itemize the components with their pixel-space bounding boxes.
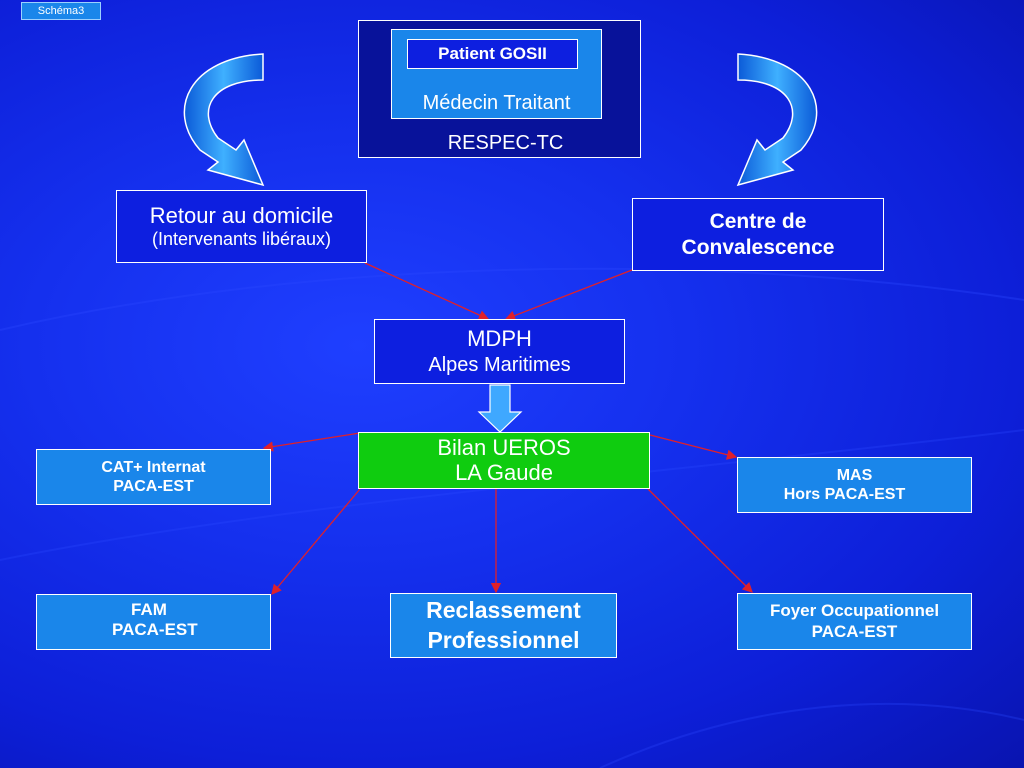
arrow-bilan-to-foyer [647, 488, 753, 593]
mas-line1: MAS [836, 466, 873, 484]
reclassement-line1: Reclassement [426, 596, 581, 623]
patient-label: Patient GOSII [407, 39, 578, 69]
mas-line2: Hors PACA-EST [783, 486, 906, 503]
reclassement-line2: Professionnel [427, 626, 580, 653]
foyer-box: Foyer Occupationnel PACA-EST [737, 593, 972, 650]
fam-line2: PACA-EST [112, 620, 198, 640]
arrow-bilan-to-fam [271, 488, 361, 595]
retour-subtitle: (Intervenants libéraux) [151, 228, 332, 249]
respec-label: RESPEC-TC [447, 132, 564, 154]
foyer-line2: PACA-EST [811, 621, 898, 641]
cat-line1: CAT+ Internat [101, 458, 206, 476]
fam-line1: FAM [131, 600, 167, 619]
centre-convalescence-box: Centre de Convalescence [632, 198, 884, 271]
down-block-arrow-icon [477, 384, 523, 433]
mas-box: MAS Hors PACA-EST [737, 457, 972, 513]
arrow-bilan-to-cat [262, 432, 361, 452]
mdph-box: MDPH Alpes Maritimes [374, 319, 625, 384]
cat-internat-box: CAT+ Internat PACA-EST [36, 449, 271, 505]
slide-tag: Schéma3 [21, 2, 101, 20]
cat-line2: PACA-EST [113, 478, 194, 495]
bilan-line1: Bilan UEROS [437, 435, 571, 461]
medecin-label: Médecin Traitant [422, 92, 571, 114]
centre-line1: Centre de [709, 210, 807, 234]
centre-line2: Convalescence [681, 235, 835, 259]
respec-tc-box: Patient GOSII Médecin Traitant RESPEC-TC [358, 20, 641, 158]
background-streak [599, 703, 1024, 768]
foyer-line1: Foyer Occupationnel [769, 601, 940, 621]
bilan-line2: LA Gaude [455, 459, 553, 485]
arrow-bilan-to-mas [649, 434, 738, 460]
curved-arrow-left-icon [183, 53, 265, 187]
arrow-retour-to-mdph [364, 262, 490, 320]
mdph-title: MDPH [467, 326, 532, 352]
arrow-centre-to-mdph [504, 269, 633, 321]
medecin-box: Patient GOSII Médecin Traitant [391, 29, 602, 119]
curved-arrow-right-icon [736, 53, 818, 187]
fam-box: FAM PACA-EST [36, 594, 271, 650]
reclassement-box: Reclassement Professionnel [390, 593, 617, 658]
mdph-subtitle: Alpes Maritimes [428, 353, 571, 376]
retour-title: Retour au domicile [149, 202, 334, 228]
retour-domicile-box: Retour au domicile (Intervenants libérau… [116, 190, 367, 263]
background-streak [0, 267, 1024, 331]
bilan-ueros-box: Bilan UEROS LA Gaude [358, 432, 650, 489]
